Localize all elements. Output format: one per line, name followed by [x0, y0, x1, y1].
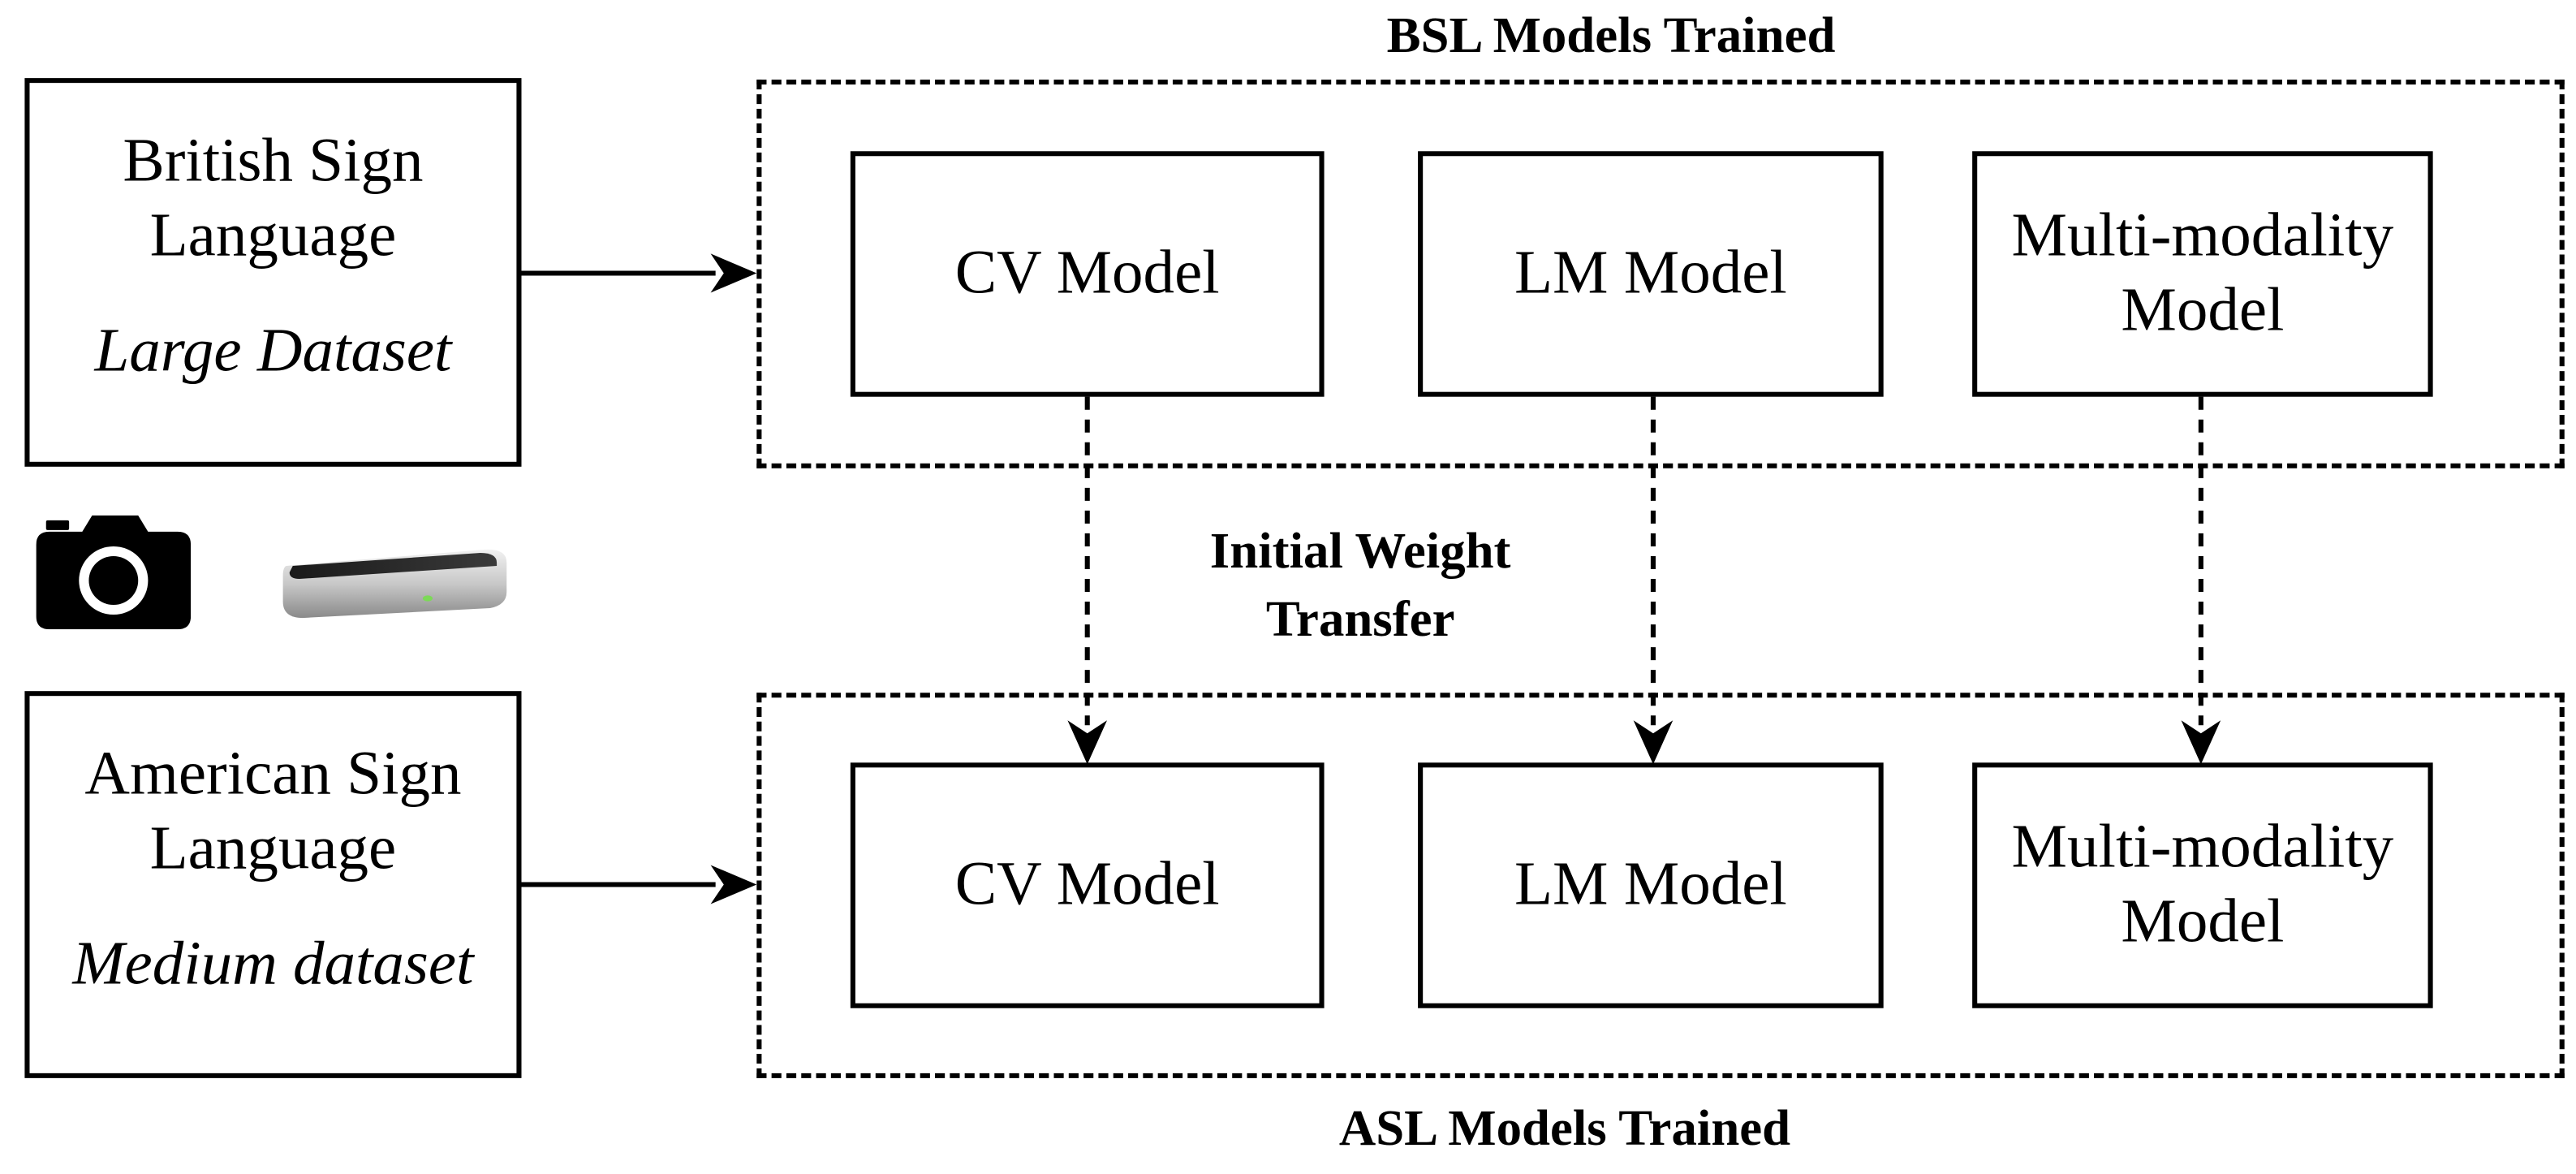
lm-transfer-arrow — [1633, 396, 1674, 765]
camera-icon — [36, 515, 192, 630]
bsl-cv-model-label: CV Model — [954, 238, 1220, 307]
asl-cv-model: CV Model — [850, 762, 1325, 1008]
british-source-name: British Sign Language — [123, 127, 424, 270]
british-sign-language-source: British Sign Language Large Dataset — [24, 78, 522, 467]
bsl-models-group — [756, 80, 2565, 468]
cv-transfer-arrow — [1067, 396, 1108, 765]
asl-cv-model-label: CV Model — [954, 849, 1220, 918]
initial-weight-transfer-label: Initial Weight Transfer — [1209, 521, 1511, 647]
bsl-group-title: BSL Models Trained — [1386, 6, 1836, 64]
british-to-bsl-arrow — [521, 253, 757, 293]
bsl-multimodality-model-label: Multi-modality Model — [2011, 201, 2394, 344]
asl-lm-model-label: LM Model — [1514, 849, 1787, 918]
asl-group-title: ASL Models Trained — [1338, 1098, 1791, 1156]
asl-multimodality-model-label: Multi-modality Model — [2011, 813, 2394, 956]
american-to-asl-arrow — [521, 865, 757, 904]
multimodality-transfer-arrow — [2181, 396, 2221, 765]
bsl-lm-model-label: LM Model — [1514, 238, 1787, 307]
bsl-lm-model: LM Model — [1418, 151, 1884, 397]
asl-models-group — [756, 693, 2565, 1078]
british-dataset-size: Large Dataset — [94, 317, 452, 386]
american-source-name: American Sign Language — [84, 740, 462, 883]
american-dataset-size: Medium dataset — [72, 930, 474, 999]
asl-multimodality-model: Multi-modality Model — [1972, 762, 2433, 1008]
asl-lm-model: LM Model — [1418, 762, 1884, 1008]
american-sign-language-source: American Sign Language Medium dataset — [24, 691, 522, 1078]
leap-motion-sensor-icon — [282, 549, 507, 619]
bsl-multimodality-model: Multi-modality Model — [1972, 151, 2433, 397]
bsl-cv-model: CV Model — [850, 151, 1325, 397]
